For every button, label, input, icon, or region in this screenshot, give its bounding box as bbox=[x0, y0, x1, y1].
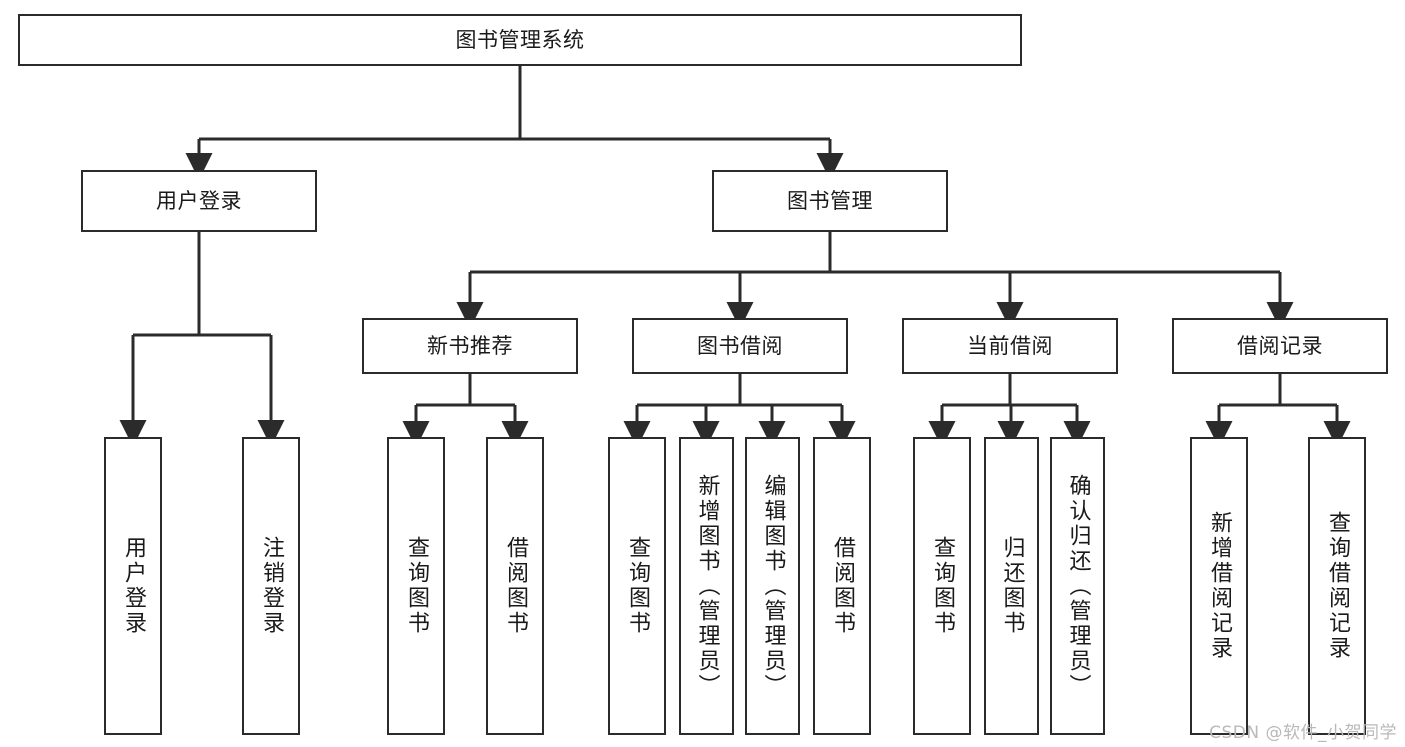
node-leaf-edit-book-label: 编辑图书（管理员） bbox=[760, 473, 786, 699]
node-leaf-borrow-book-2-label: 借阅图书 bbox=[830, 536, 855, 636]
edge-group-new-book-recommend bbox=[402, 374, 529, 448]
node-leaf-confirm-return[interactable]: 确认归还（管理员） bbox=[1050, 437, 1105, 735]
node-current-borrow-label: 当前借阅 bbox=[967, 333, 1053, 358]
edge-group-current-borrow bbox=[928, 374, 1091, 448]
node-root-label: 图书管理系统 bbox=[455, 27, 585, 52]
edge-group-root bbox=[185, 66, 844, 180]
node-leaf-return-book[interactable]: 归还图书 bbox=[984, 437, 1039, 735]
node-leaf-user-login-label: 用户登录 bbox=[121, 536, 146, 636]
node-leaf-query-record[interactable]: 查询借阅记录 bbox=[1308, 437, 1366, 735]
node-leaf-logout-label: 注销登录 bbox=[259, 536, 284, 636]
node-leaf-borrow-book-1-label: 借阅图书 bbox=[503, 536, 528, 636]
node-leaf-query-book-1[interactable]: 查询图书 bbox=[387, 437, 445, 735]
node-leaf-add-book-label: 新增图书（管理员） bbox=[694, 473, 720, 699]
node-leaf-query-book-2-label: 查询图书 bbox=[625, 536, 650, 636]
node-leaf-query-book-3[interactable]: 查询图书 bbox=[913, 437, 971, 735]
node-user-login[interactable]: 用户登录 bbox=[81, 170, 317, 232]
node-leaf-logout[interactable]: 注销登录 bbox=[242, 437, 300, 735]
node-book-borrow-label: 图书借阅 bbox=[697, 333, 783, 358]
node-leaf-add-book[interactable]: 新增图书（管理员） bbox=[679, 437, 734, 735]
edge-group-user-login bbox=[119, 232, 285, 447]
node-leaf-query-record-label: 查询借阅记录 bbox=[1325, 511, 1350, 661]
node-book-manage[interactable]: 图书管理 bbox=[712, 170, 948, 232]
node-book-manage-label: 图书管理 bbox=[787, 188, 873, 213]
edge-group-borrow-record bbox=[1205, 374, 1351, 448]
node-leaf-user-login[interactable]: 用户登录 bbox=[104, 437, 162, 735]
edge-group-book-borrow bbox=[623, 374, 856, 448]
node-leaf-borrow-book-1[interactable]: 借阅图书 bbox=[486, 437, 544, 735]
node-leaf-confirm-return-label: 确认归还（管理员） bbox=[1065, 473, 1091, 699]
node-borrow-record[interactable]: 借阅记录 bbox=[1172, 318, 1388, 374]
node-leaf-query-book-1-label: 查询图书 bbox=[404, 536, 429, 636]
node-new-book-recommend[interactable]: 新书推荐 bbox=[362, 318, 578, 374]
node-leaf-add-record-label: 新增借阅记录 bbox=[1207, 511, 1232, 661]
node-leaf-return-book-label: 归还图书 bbox=[999, 536, 1025, 636]
node-leaf-edit-book[interactable]: 编辑图书（管理员） bbox=[745, 437, 800, 735]
node-leaf-query-book-2[interactable]: 查询图书 bbox=[608, 437, 666, 735]
node-current-borrow[interactable]: 当前借阅 bbox=[902, 318, 1118, 374]
node-book-borrow[interactable]: 图书借阅 bbox=[632, 318, 848, 374]
node-leaf-borrow-book-2[interactable]: 借阅图书 bbox=[813, 437, 871, 735]
edge-group-book-manage bbox=[456, 232, 1294, 329]
node-borrow-record-label: 借阅记录 bbox=[1237, 333, 1323, 358]
csdn-watermark: CSDN @软件_小贺同学 bbox=[1209, 723, 1397, 743]
node-user-login-label: 用户登录 bbox=[156, 188, 242, 213]
node-root[interactable]: 图书管理系统 bbox=[18, 14, 1022, 66]
node-leaf-add-record[interactable]: 新增借阅记录 bbox=[1190, 437, 1248, 735]
node-new-book-recommend-label: 新书推荐 bbox=[427, 333, 513, 358]
node-leaf-query-book-3-label: 查询图书 bbox=[930, 536, 955, 636]
